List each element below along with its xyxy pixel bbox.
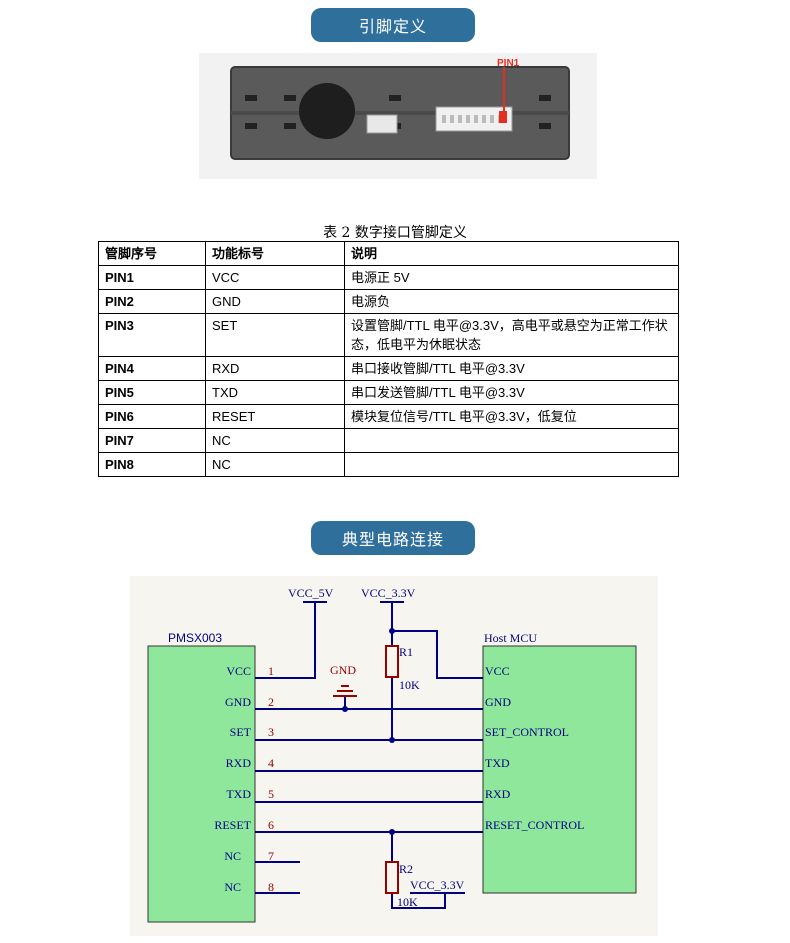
pin1-callout: PIN1 [497,58,520,69]
pin-function: RXD [205,356,345,381]
right-pin-name: RXD [485,787,511,801]
header-description: 说明 [344,241,679,266]
pin-number: PIN2 [98,289,206,314]
right-pin-name: TXD [485,756,510,770]
pin-number: PIN5 [98,380,206,405]
table-row: PIN5 TXD 串口发送管脚/TTL 电平@3.3V [98,380,679,405]
pin-function: GND [205,289,345,314]
pin-description [344,428,679,453]
vcc-3v3-top-label: VCC_3.3V [361,586,416,600]
r1-label: R1 [399,645,413,659]
gnd-symbol [333,685,357,697]
pin-function: NC [205,428,345,453]
small-connector [366,114,398,134]
r2-label: R2 [399,862,413,876]
table-caption: 表 2 数字接口管脚定义 [323,225,467,241]
pin-function: TXD [205,380,345,405]
r1-value: 10K [399,678,420,692]
pin-number-label: 5 [268,787,274,801]
pin-description [344,452,679,477]
pin-number: PIN1 [98,265,206,290]
table-row: PIN3 SET 设置管脚/TTL 电平@3.3V，高电平或悬空为正常工作状态，… [98,313,679,357]
right-pin-name: VCC [485,664,510,678]
header-function: 功能标号 [205,241,345,266]
pin-number: PIN7 [98,428,206,453]
table-row: PIN2 GND 电源负 [98,289,679,314]
pin-number-label: 7 [268,849,274,863]
right-pin-name: SET_CONTROL [485,725,569,739]
gnd-label: GND [330,663,356,677]
left-pin-name: NC [224,880,241,894]
host-mcu-label: Host MCU [484,631,537,645]
pin-number: PIN6 [98,404,206,429]
section-title-pin-definition: 引脚定义 [311,8,475,42]
section-title-typical-circuit: 典型电路连接 [311,521,475,555]
r2-value: 10K [397,895,418,909]
pin-number: PIN4 [98,356,206,381]
pin-description: 电源正 5V [344,265,679,290]
left-pin-name: VCC [226,664,251,678]
pin-description: 模块复位信号/TTL 电平@3.3V，低复位 [344,404,679,429]
pmsx003-label: PMSX003 [168,631,222,645]
typical-circuit-schematic: PMSX003 Host MCU VCC GND SET RXD TXD RES… [130,576,658,936]
resistor-r2 [385,861,399,894]
table-row: PIN8 NC [98,452,679,477]
left-pin-name: GND [225,695,251,709]
pin-definition-table: 管脚序号 功能标号 说明 PIN1 VCC 电源正 5V PIN2 GND 电源… [98,241,679,477]
pin-number: PIN8 [98,452,206,477]
pmsx003-chip [147,645,256,923]
right-pin-name: GND [485,695,511,709]
header-pin-number: 管脚序号 [98,241,206,266]
pin-number-label: 2 [268,695,274,709]
wires [255,601,483,909]
vcc-5v-label: VCC_5V [288,586,334,600]
pin-number-label: 3 [268,725,274,739]
table-row: PIN6 RESET 模块复位信号/TTL 电平@3.3V，低复位 [98,404,679,429]
pin-description: 设置管脚/TTL 电平@3.3V，高电平或悬空为正常工作状态，低电平为休眠状态 [344,313,679,357]
pin-function: VCC [205,265,345,290]
right-pin-name: RESET_CONTROL [485,818,584,832]
table-row: PIN7 NC [98,428,679,453]
sensor-photo: PIN1 [199,53,597,179]
resistor-r1 [385,645,399,678]
pin-number-label: 8 [268,880,274,894]
pin-number-label: 6 [268,818,274,832]
pin-description: 串口发送管脚/TTL 电平@3.3V [344,380,679,405]
pin-function: SET [205,313,345,357]
fan-inlet [299,83,355,139]
host-mcu-chip [482,645,637,894]
pin-number-label: 1 [268,664,274,678]
left-pin-name: SET [230,725,252,739]
table-header-row: 管脚序号 功能标号 说明 [98,241,679,266]
left-pin-name: NC [224,849,241,863]
pin-description: 电源负 [344,289,679,314]
table-row: PIN1 VCC 电源正 5V [98,265,679,290]
pin-number: PIN3 [98,313,206,357]
left-pin-name: RESET [214,818,251,832]
pin-function: RESET [205,404,345,429]
table-row: PIN4 RXD 串口接收管脚/TTL 电平@3.3V [98,356,679,381]
pin-number-label: 4 [268,756,274,770]
left-pin-name: RXD [226,756,252,770]
pin-description: 串口接收管脚/TTL 电平@3.3V [344,356,679,381]
pin-function: NC [205,452,345,477]
vcc-3v3-bottom-label: VCC_3.3V [410,878,465,892]
left-pin-name: TXD [226,787,251,801]
